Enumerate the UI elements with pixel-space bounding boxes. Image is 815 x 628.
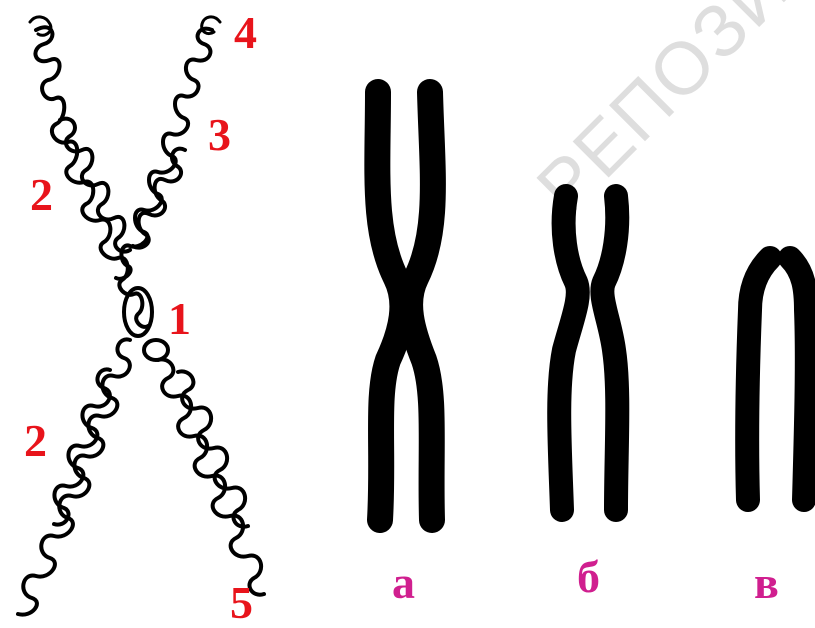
label-4: 4: [234, 10, 257, 56]
label-a: а: [392, 560, 415, 606]
label-2-lower: 2: [24, 418, 47, 464]
chromosome-a: [377, 92, 433, 520]
label-2-upper: 2: [30, 172, 53, 218]
label-v: в: [754, 560, 779, 606]
label-5: 5: [230, 580, 253, 626]
label-b: б: [577, 554, 600, 600]
label-3: 3: [208, 112, 231, 158]
chromosome-v: [747, 258, 807, 500]
chromosome-b: [559, 196, 617, 510]
label-1: 1: [168, 296, 191, 342]
